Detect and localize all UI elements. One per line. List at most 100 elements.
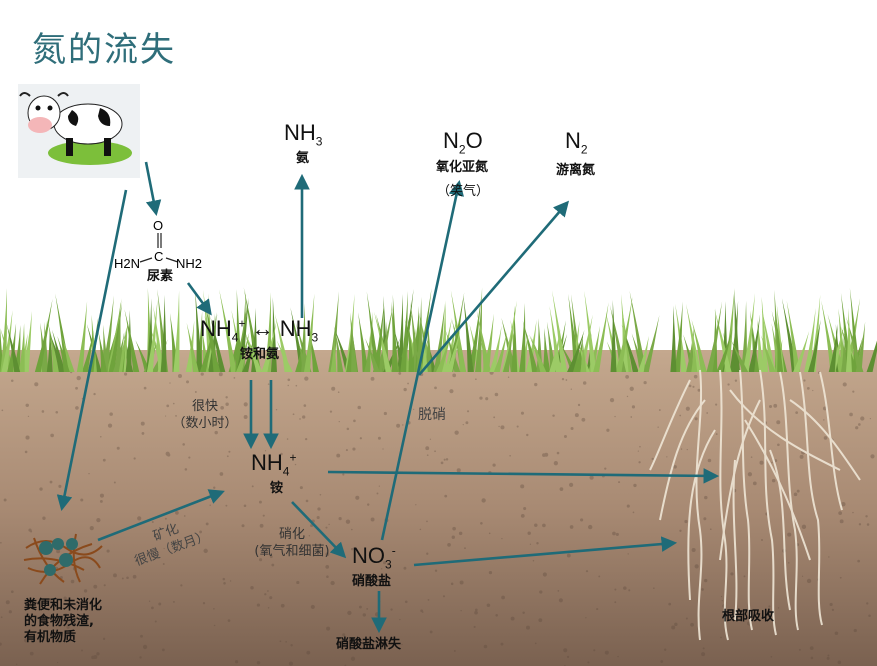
soil-speck: [827, 654, 830, 657]
soil-speck: [520, 411, 524, 415]
soil-speck: [492, 463, 496, 467]
soil-speck: [362, 613, 367, 617]
grass-blade: [1, 310, 13, 372]
soil-speck: [109, 412, 113, 416]
grass-blade: [866, 340, 877, 372]
soil-speck: [213, 486, 216, 489]
soil-speck: [459, 580, 464, 585]
soil-speck: [500, 425, 505, 430]
soil-speck: [203, 548, 208, 554]
soil-speck: [358, 605, 362, 609]
soil-speck: [390, 608, 393, 611]
soil-speck: [29, 530, 33, 533]
soil-speck: [219, 472, 224, 476]
soil-speck: [220, 405, 224, 410]
soil-speck: [663, 648, 667, 652]
soil-speck: [310, 604, 315, 610]
soil-speck: [837, 660, 842, 665]
soil-speck: [604, 650, 609, 655]
grass-blade: [52, 329, 66, 372]
soil-speck: [526, 433, 529, 437]
soil-speck: [251, 485, 254, 488]
soil-speck: [806, 578, 812, 584]
soil-speck: [553, 461, 558, 466]
soil-speck: [587, 524, 593, 530]
urea-left-group: H2N: [114, 256, 141, 271]
grass-blade: [716, 328, 733, 372]
soil-speck: [269, 596, 273, 600]
soil-speck: [674, 622, 678, 627]
soil-speck: [570, 426, 574, 430]
soil-speck: [256, 603, 261, 607]
soil-speck: [686, 448, 688, 451]
soil-speck: [325, 552, 330, 557]
soil-speck: [480, 522, 483, 525]
soil-speck: [48, 598, 54, 603]
grass-blade: [112, 332, 125, 372]
soil-speck: [475, 378, 477, 381]
soil-speck: [614, 588, 617, 591]
soil-speck: [91, 655, 95, 660]
soil-speck: [304, 376, 309, 381]
soil-speck: [703, 517, 707, 521]
grass-blade: [0, 288, 7, 372]
soil-speck: [639, 445, 641, 448]
soil-speck: [347, 610, 352, 616]
soil-speck: [177, 373, 182, 378]
soil-speck: [701, 652, 706, 657]
ammonium-formula: NH4+: [251, 450, 297, 479]
soil-speck: [462, 424, 464, 426]
arrow-ammonium-to-roots: [327, 468, 720, 484]
grass-blade: [186, 322, 199, 372]
grass-blade: [6, 323, 21, 372]
soil-speck: [666, 456, 668, 458]
soil-speck: [229, 580, 232, 582]
soil-speck: [290, 644, 293, 647]
soil-speck: [612, 531, 616, 536]
soil-speck: [75, 406, 79, 410]
soil-speck: [450, 582, 454, 586]
soil-speck: [256, 660, 261, 665]
soil-speck: [466, 410, 470, 413]
soil-speck: [336, 453, 341, 458]
grass-blade: [373, 303, 385, 372]
organic-matter-icon: [23, 533, 103, 585]
soil-speck: [222, 577, 226, 581]
soil-speck: [426, 454, 429, 457]
grass-blade: [98, 331, 108, 372]
soil-speck: [267, 590, 269, 592]
soil-speck: [429, 630, 433, 634]
soil-speck: [542, 453, 546, 457]
grass-blade: [374, 311, 392, 372]
grass-blade: [511, 305, 518, 372]
soil-speck: [143, 386, 147, 390]
soil-speck: [582, 381, 587, 385]
soil-speck: [444, 494, 448, 498]
soil-speck: [80, 498, 84, 502]
soil-speck: [557, 589, 560, 592]
soil-speck: [345, 449, 348, 452]
soil-speck: [534, 523, 538, 527]
soil-speck: [89, 526, 94, 531]
soil-speck: [688, 384, 692, 388]
soil-speck: [303, 404, 307, 407]
ammonia-label: 氨: [296, 151, 310, 166]
soil-speck: [704, 578, 708, 583]
soil-speck: [593, 649, 596, 652]
soil-speck: [750, 456, 753, 458]
grass-blade: [549, 305, 562, 372]
soil-speck: [633, 483, 637, 488]
soil-speck: [182, 443, 185, 446]
soil-speck: [345, 519, 351, 524]
soil-speck: [0, 642, 2, 646]
soil-speck: [494, 392, 499, 397]
soil-speck: [704, 495, 708, 500]
grass-blade: [828, 323, 838, 372]
soil-speck: [214, 430, 218, 435]
soil-speck: [407, 382, 409, 385]
grass-blade: [173, 290, 180, 372]
soil-speck: [488, 570, 493, 575]
soil-speck: [277, 487, 279, 490]
n2o-alias-label: （笑气）: [437, 184, 490, 199]
soil-speck: [615, 532, 619, 536]
